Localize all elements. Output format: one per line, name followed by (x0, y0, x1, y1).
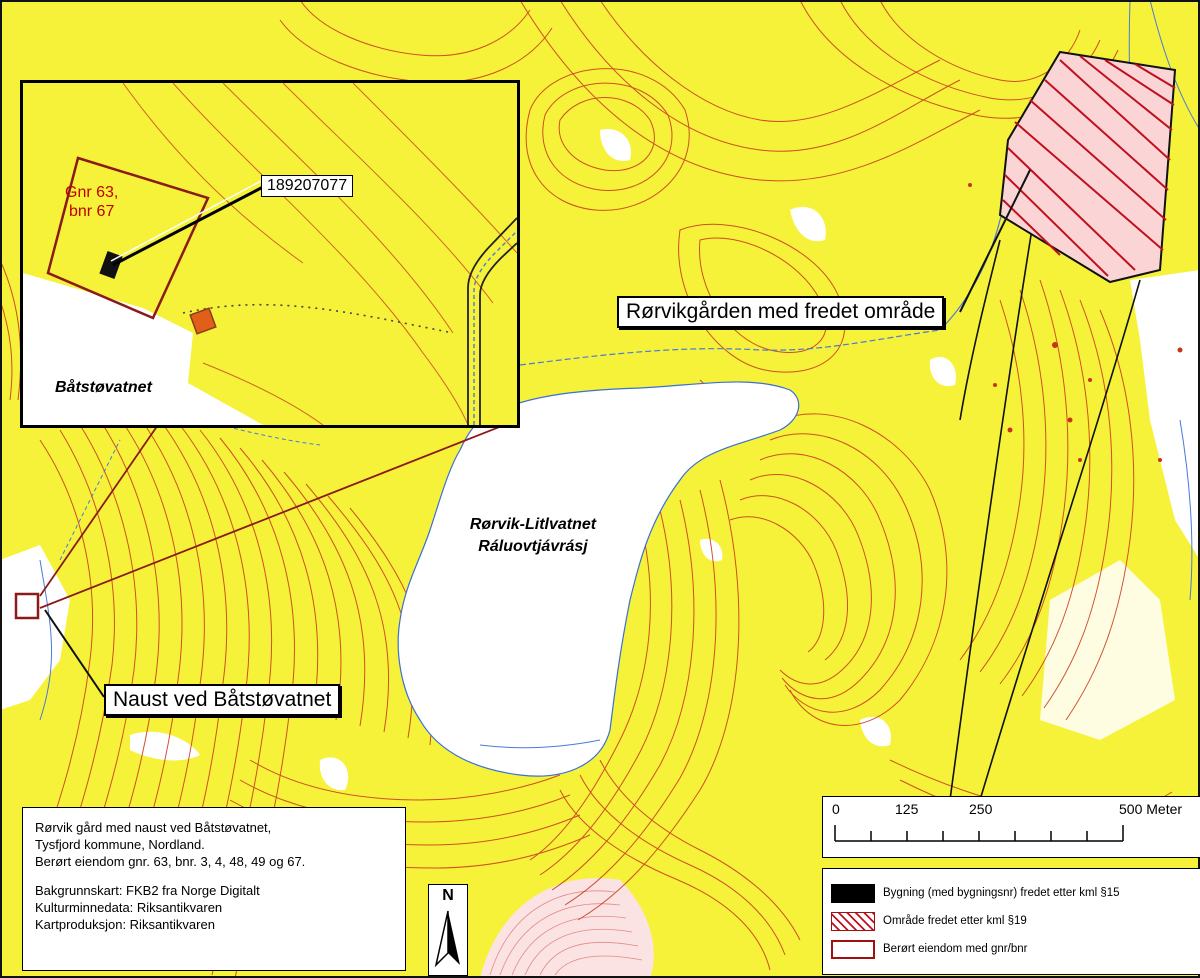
callout-rorvikgarden: Rørvikgården med fredet område (617, 296, 945, 328)
property-label: Gnr 63, bnr 67 (65, 183, 118, 221)
open-area (790, 206, 826, 242)
info-line: Kartproduksjon: Riksantikvaren (35, 917, 215, 932)
property-label-line1: Gnr 63, (65, 184, 119, 201)
north-label: N (442, 887, 454, 904)
scale-bar-graphic (834, 825, 1124, 842)
scale-bar: 0 125 250 500 Meter (822, 796, 1200, 858)
open-area (600, 129, 631, 161)
open-area (0, 545, 70, 710)
open-area (929, 356, 956, 387)
legend-item: Område fredet etter kml §19 (831, 909, 1027, 933)
property-swatch-icon (831, 939, 875, 959)
legend-item: Berørt eiendom med gnr/bnr (831, 937, 1027, 961)
open-area (130, 731, 200, 761)
legend-label: Berørt eiendom med gnr/bnr (883, 943, 1028, 955)
open-area (319, 757, 349, 791)
info-line: Tysfjord kommune, Nordland. (35, 837, 205, 852)
scale-tick-500: 500 Meter (1119, 801, 1183, 817)
lake-name-sami: Ráluovtjávrásj (478, 538, 588, 555)
inset-map[interactable]: 189207077 Gnr 63, bnr 67 Båtstøvatnet (20, 80, 520, 428)
info-line: Kulturminnedata: Riksantikvaren (35, 900, 223, 915)
protected-area (998, 50, 1177, 284)
scale-tick-250: 250 (969, 801, 993, 817)
property-boundary (46, 156, 210, 320)
north-arrow: N (428, 884, 468, 976)
lake-rorvik-litlvatnet (397, 381, 800, 777)
open-area (1040, 560, 1175, 740)
building-number-label: 189207077 (261, 175, 354, 197)
lake-name: Rørvik-Litlvatnet (469, 516, 597, 533)
legend-item: Bygning (med bygningsnr) fredet etter km… (831, 881, 1120, 905)
legend: Bygning (med bygningsnr) fredet etter km… (822, 868, 1200, 975)
inset-lake-label: Båtstøvatnet (55, 379, 152, 396)
legend-label: Område fredet etter kml §19 (883, 915, 1027, 927)
naust-frame (14, 592, 40, 620)
inset-graphic (23, 83, 517, 425)
info-line: Berørt eiendom gnr. 63, bnr. 3, 4, 48, 4… (35, 854, 306, 869)
open-area (860, 716, 891, 747)
info-box: Rørvik gård med naust ved Båtstøvatnet, … (22, 807, 406, 971)
open-area (1130, 270, 1200, 560)
property-label-line2: bnr 67 (68, 203, 115, 220)
scale-tick-0: 0 (832, 801, 840, 817)
scale-tick-125: 125 (895, 801, 919, 817)
north-arrow-icon (434, 910, 460, 968)
info-line: Bakgrunnskart: FKB2 fra Norge Digitalt (35, 883, 260, 898)
legend-label: Bygning (med bygningsnr) fredet etter km… (883, 887, 1120, 899)
info-line: Rørvik gård med naust ved Båtstøvatnet, (35, 820, 272, 835)
building-swatch-icon (831, 883, 875, 903)
hatch-swatch-icon (831, 911, 875, 931)
lake-label: Rørvik-Litlvatnet Ráluovtjávrásj (468, 514, 598, 558)
boathouse (189, 307, 217, 335)
callout-naust: Naust ved Båtstøvatnet (104, 684, 341, 716)
